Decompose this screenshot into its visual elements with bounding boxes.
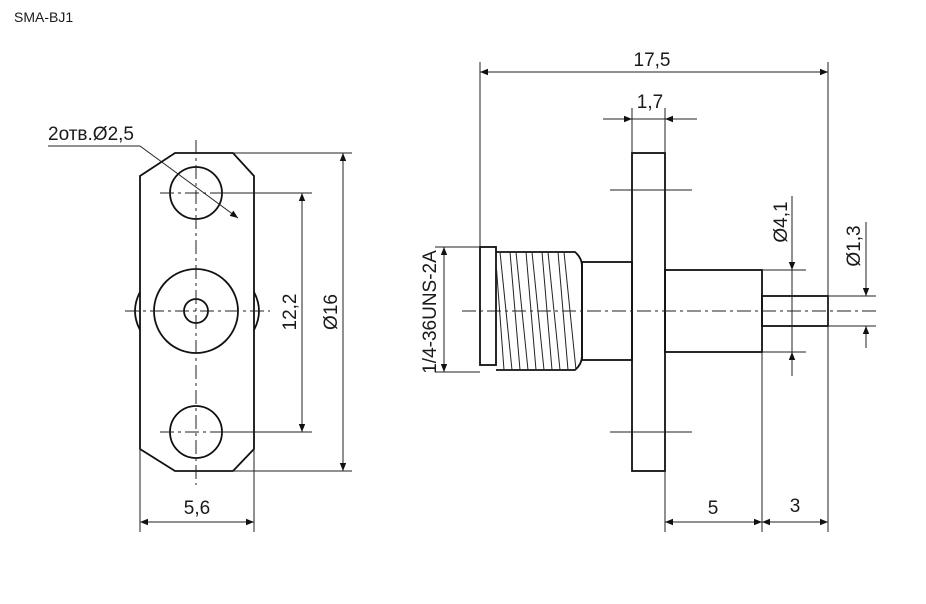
drawing-title: SMA-BJ1 [14,9,74,25]
hole-spacing-label: 12,2 [280,294,301,331]
front-view: 2отв.Ø2,5 12,2 Ø16 5,6 [48,124,352,532]
body-length-label: 5 [708,498,719,519]
hole-label: 2отв.Ø2,5 [48,124,134,145]
side-view: 17,5 1,7 1/4-36UNS-2A Ø4,1 Ø1,3 5 3 [420,50,876,532]
overall-length-label: 17,5 [634,50,671,71]
pin-length-label: 3 [790,496,801,517]
body-diameter-label: Ø4,1 [771,201,792,242]
width-label: 5,6 [184,498,210,519]
thread-nut-edge [479,246,497,366]
side-flange [631,152,666,472]
hole-leader-line [139,145,239,219]
height-label: Ø16 [321,294,342,330]
flange-outline [139,152,255,472]
pin-diameter-label: Ø1,3 [844,225,865,266]
thread-label: 1/4-36UNS-2A [420,250,441,374]
flange-thickness-label: 1,7 [637,92,663,113]
